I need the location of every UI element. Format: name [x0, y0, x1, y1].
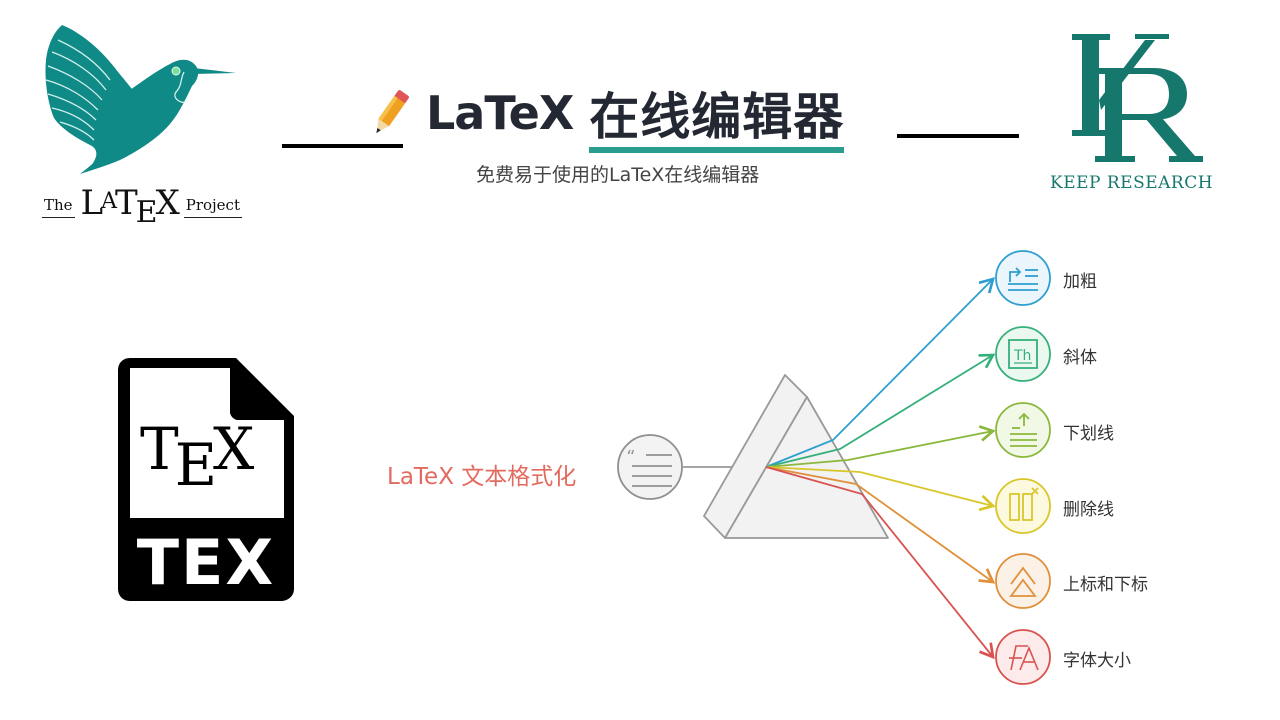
quote-text-icon: “ [617, 434, 683, 500]
tex-file-extension: TEX [136, 526, 276, 599]
feature-label-bold: 加粗 [1063, 272, 1097, 292]
latex-prefix: The [42, 196, 75, 218]
source-label: LaTeX 文本格式化 [387, 464, 577, 490]
underline-arrow-icon [995, 402, 1051, 458]
tex-wordmark: TEX [140, 415, 254, 499]
page-title: LaTeX 在线编辑器 [370, 77, 845, 153]
keep-research-logo: KEEP RESEARCH [1045, 28, 1230, 198]
superscript-chevrons-icon [995, 553, 1051, 609]
strikethrough-columns-icon [995, 478, 1051, 534]
svg-text:“: “ [626, 447, 635, 468]
header-divider-right [897, 134, 1019, 138]
title-latex: LaTeX [426, 86, 574, 140]
feature-label-underline: 下划线 [1063, 424, 1114, 444]
latex-suffix: Project [183, 196, 242, 218]
feature-label-sub-superscript: 上标和下标 [1063, 575, 1148, 595]
pencil-icon [376, 90, 409, 134]
keep-research-label: KEEP RESEARCH [1050, 173, 1214, 193]
italic-text-box-icon: Th [995, 326, 1051, 382]
kr-monogram-icon [1072, 34, 1203, 162]
feature-label-font-size: 字体大小 [1063, 651, 1131, 671]
latex-project-logo: The LATEX Project [40, 20, 245, 228]
page-subtitle: 免费易于使用的LaTeX在线编辑器 [476, 164, 760, 186]
font-size-icon [995, 629, 1051, 685]
tex-file-icon: TEX TEX [118, 358, 294, 601]
hummingbird-icon [45, 25, 236, 174]
feature-label-italic: 斜体 [1063, 348, 1097, 368]
feature-label-strikethrough: 删除线 [1063, 500, 1114, 520]
title-online-editor: 在线编辑器 [589, 77, 845, 153]
latex-wordmark: LATEX [80, 183, 180, 230]
bold-format-icon [995, 250, 1051, 306]
svg-text:Th: Th [1013, 348, 1031, 364]
header-divider-left [282, 144, 403, 148]
prism-shape [703, 374, 889, 539]
latex-project-caption: The LATEX Project [42, 178, 242, 228]
